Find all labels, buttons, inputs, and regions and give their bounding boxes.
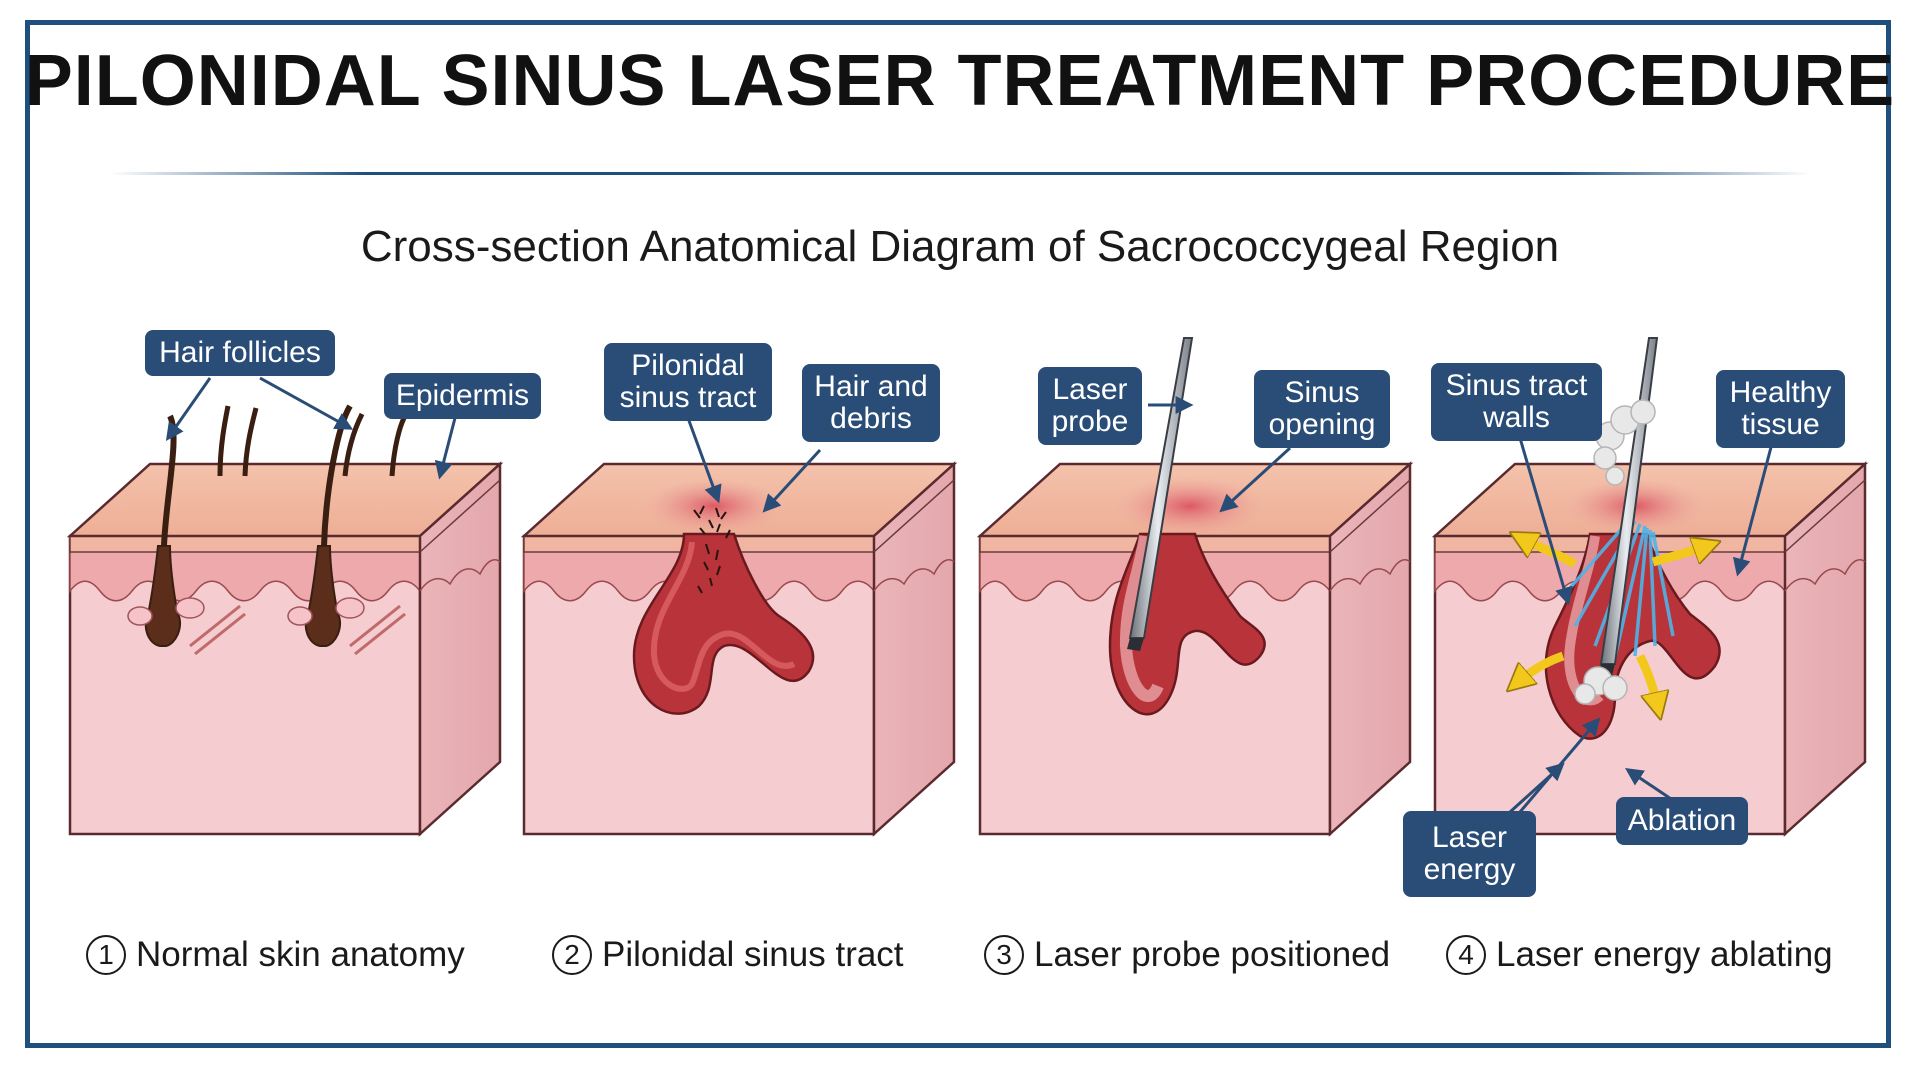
energy-arrows bbox=[1513, 536, 1713, 712]
step-label: Laser energy ablating bbox=[1496, 935, 1833, 974]
callout-epidermis: Epidermis bbox=[384, 373, 541, 419]
hair-shafts bbox=[217, 405, 407, 477]
step-label: Normal skin anatomy bbox=[136, 935, 465, 974]
diagram-subtitle: Cross-section Anatomical Diagram of Sacr… bbox=[360, 222, 1560, 271]
step-label: Pilonidal sinus tract bbox=[602, 935, 904, 974]
step-number-badge: 4 bbox=[1446, 935, 1486, 975]
title-divider bbox=[110, 172, 1810, 175]
page-title: PILONIDAL SINUS LASER TREATMENT PROCEDUR… bbox=[24, 41, 1896, 121]
arrector-muscles bbox=[189, 604, 406, 656]
callout-hair-follicles: Hair follicles bbox=[145, 330, 335, 376]
smoke-plume bbox=[1574, 399, 1656, 705]
callout-pilonidal-sinus-tract: Pilonidal sinus tract bbox=[604, 343, 772, 421]
step-number-badge: 1 bbox=[86, 935, 126, 975]
step-caption-3: 3 Laser probe positioned bbox=[984, 930, 1390, 980]
callout-healthy-tissue: Healthy tissue bbox=[1716, 370, 1845, 448]
callout-laser-energy: Laser energy bbox=[1403, 811, 1536, 897]
panel-laser-ablating bbox=[1433, 337, 1867, 836]
step-caption-1: 1 Normal skin anatomy bbox=[86, 930, 465, 980]
callout-hair-and-debris: Hair and debris bbox=[802, 364, 940, 442]
callout-sinus-tract-walls: Sinus tract walls bbox=[1431, 363, 1602, 441]
step-number-badge: 2 bbox=[552, 935, 592, 975]
step-number-badge: 3 bbox=[984, 935, 1024, 975]
step-caption-4: 4 Laser energy ablating bbox=[1446, 930, 1833, 980]
step-label: Laser probe positioned bbox=[1034, 935, 1391, 974]
step-caption-2: 2 Pilonidal sinus tract bbox=[552, 930, 904, 980]
callout-sinus-opening: Sinus opening bbox=[1254, 370, 1390, 448]
sebaceous-glands bbox=[127, 597, 365, 626]
panel-normal-skin bbox=[68, 404, 502, 836]
callout-ablation: Ablation bbox=[1616, 797, 1748, 845]
hair-debris bbox=[693, 505, 731, 594]
panel-sinus-tract bbox=[522, 462, 956, 836]
callout-laser-probe: Laser probe bbox=[1038, 367, 1142, 445]
